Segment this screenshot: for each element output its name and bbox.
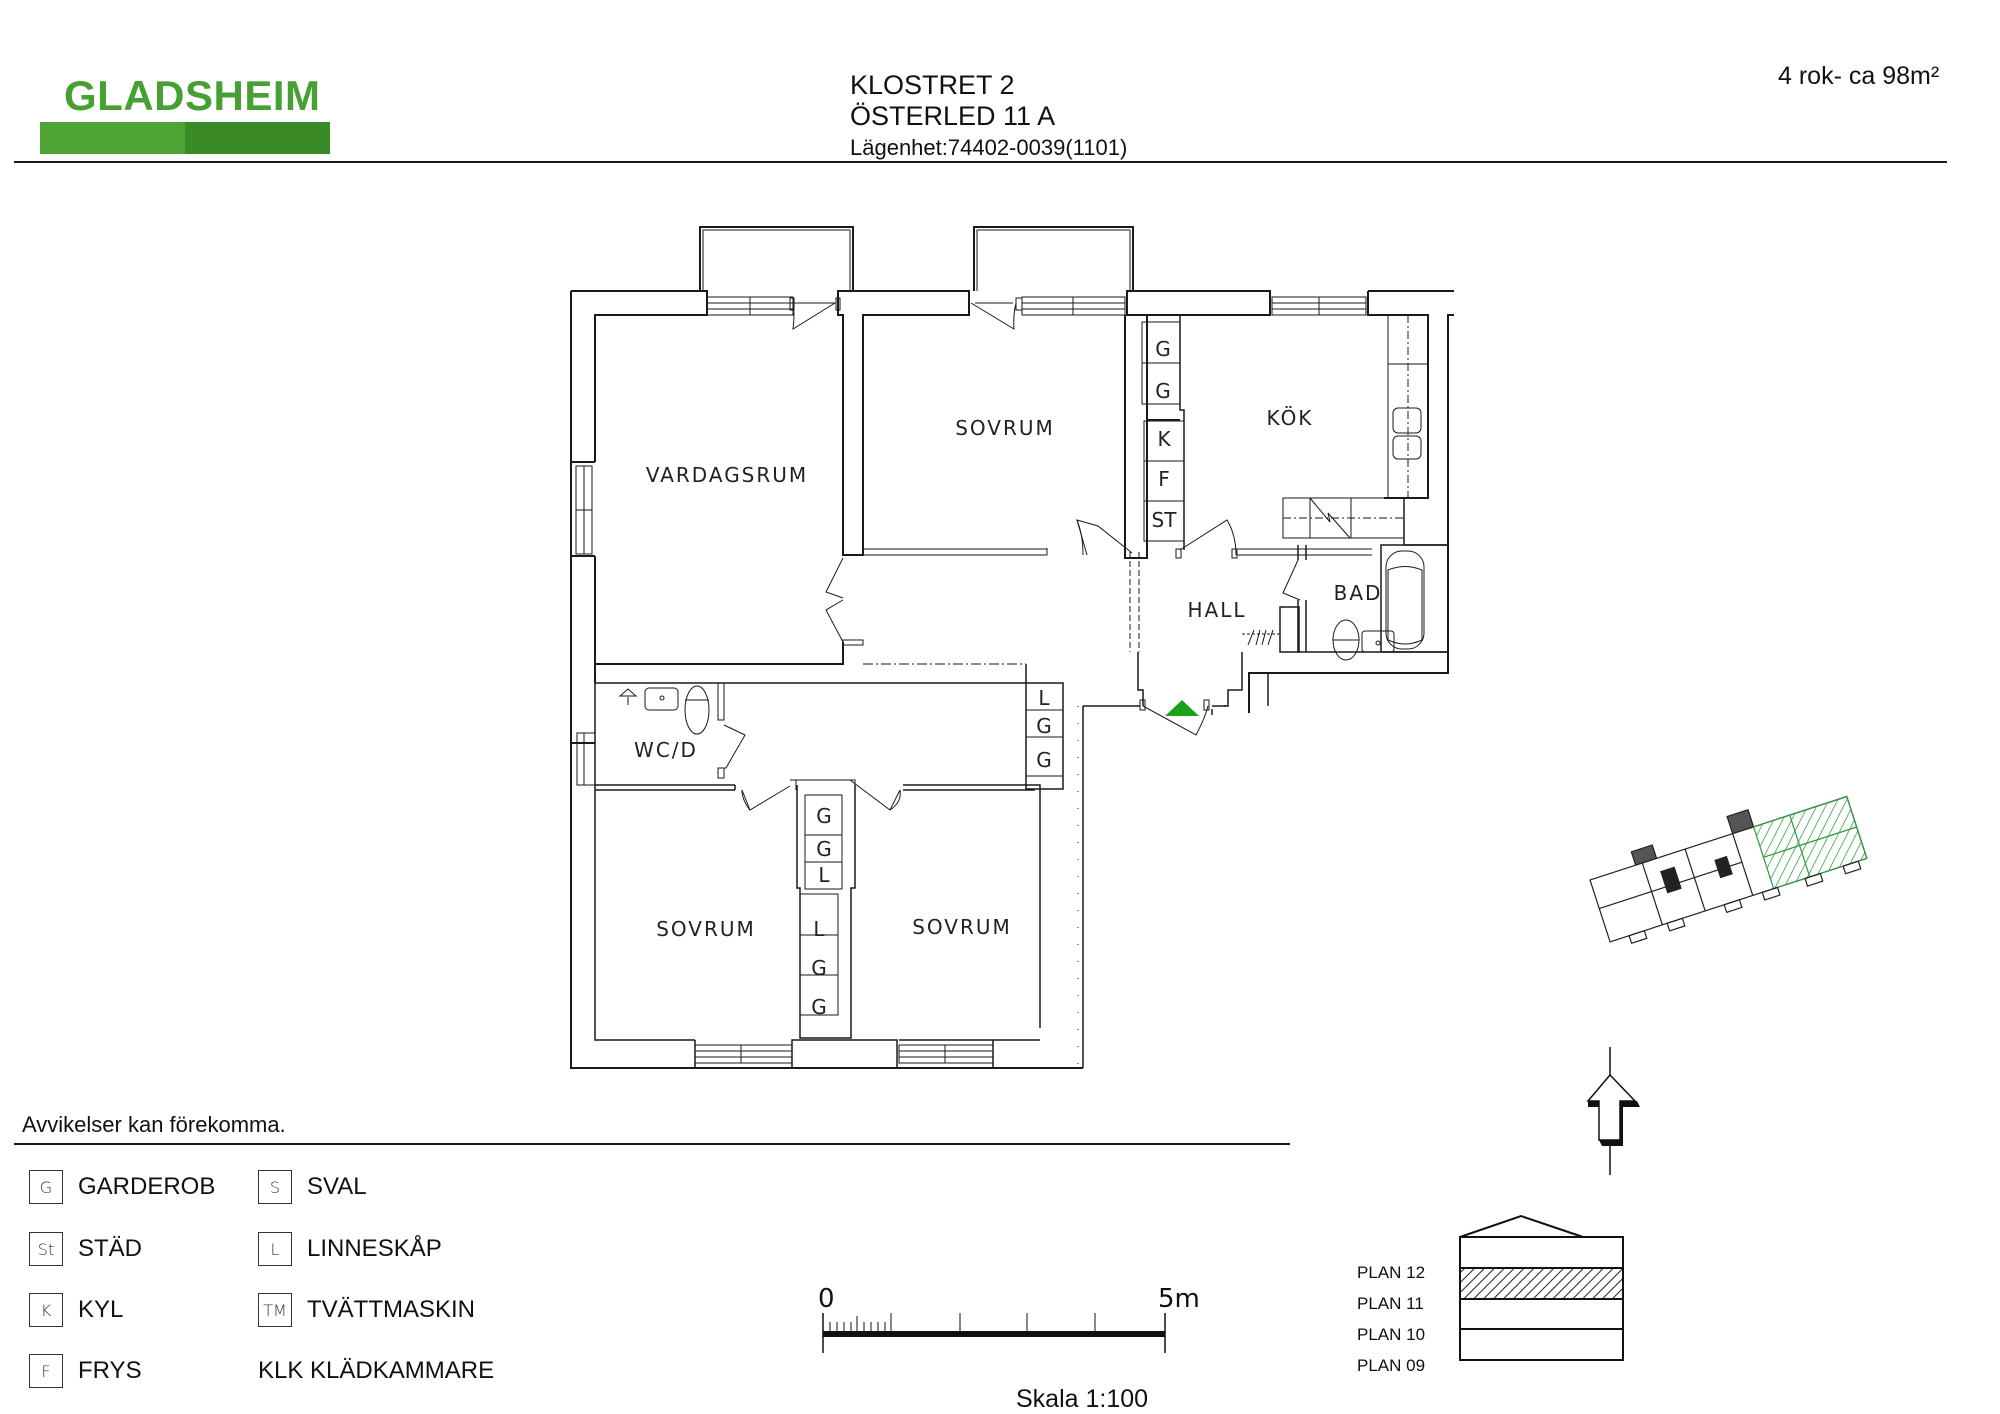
legend-label: SVAL [307, 1173, 367, 1200]
storage-label: G [816, 804, 832, 828]
scale-caption: Skala 1:100 [1016, 1385, 1149, 1413]
floor-label: PLAN 10 [1357, 1325, 1426, 1344]
disclaimer: Avvikelser kan förekomma. [22, 1112, 286, 1137]
storage-label: G [1155, 337, 1171, 361]
storage-label: G [1036, 714, 1052, 738]
scale-end-label: 5m [1158, 1284, 1200, 1314]
floor-label-current: PLAN 11 [1357, 1294, 1424, 1313]
storage-label: G [811, 995, 827, 1019]
balcony-west [699, 226, 854, 291]
legend-code: St [29, 1232, 63, 1266]
storage-label: F [1158, 467, 1170, 491]
legend-label: LINNESKÅP [307, 1235, 442, 1262]
legend-label: TVÄTTMASKIN [307, 1296, 476, 1323]
legend-item: St STÄD [29, 1231, 215, 1267]
room-label-bad: BAD [1334, 581, 1383, 605]
room-label-sovrum-southwest: SOVRUM [656, 917, 756, 941]
site-plan-map [1589, 795, 1868, 945]
storage-label: G [1036, 748, 1052, 772]
storage-label: L [813, 917, 825, 941]
legend-extra: KLK KLÄDKAMMARE [258, 1357, 495, 1384]
scale-bar [822, 1313, 1166, 1353]
storage-label: ST [1152, 508, 1178, 532]
legend-label: STÄD [78, 1235, 143, 1262]
apartment-number: Lägenhet:74402-0039(1101) [850, 135, 1128, 160]
legend-right: S SVAL L LINNESKÅP TM TVÄTTMASKIN KLK KL… [258, 1169, 494, 1389]
header-divider [14, 161, 1947, 163]
floor-label: PLAN 12 [1357, 1263, 1426, 1282]
room-label-sovrum-southeast: SOVRUM [912, 915, 1012, 939]
legend-item: K KYL [29, 1292, 215, 1328]
storage-label: L [1038, 686, 1050, 710]
legend-item: KLK KLÄDKAMMARE [258, 1353, 494, 1389]
legend-code: L [258, 1232, 292, 1266]
room-label-vardagsrum: VARDAGSRUM [646, 463, 808, 487]
legend-item: F FRYS [29, 1353, 215, 1389]
size-summary: 4 rok- ca 98m² [1778, 62, 1940, 90]
storage-label: G [811, 956, 827, 980]
balcony-east [973, 226, 1134, 291]
footer-divider [14, 1143, 1290, 1145]
legend-item: G GARDEROB [29, 1169, 215, 1205]
legend-code: G [29, 1170, 63, 1204]
legend-code: F [29, 1354, 63, 1388]
room-label-hall: HALL [1187, 598, 1246, 622]
legend-code: S [258, 1170, 292, 1204]
legend-left: G GARDEROB St STÄD K KYL F FRYS [29, 1169, 215, 1389]
legend-label: FRYS [78, 1357, 142, 1384]
address: ÖSTERLED 11 A [850, 101, 1056, 131]
storage-label: L [818, 863, 830, 887]
legend-code: K [29, 1293, 63, 1327]
floor-label: PLAN 09 [1357, 1356, 1426, 1375]
entrance-marker-icon [1165, 700, 1199, 716]
company-logo: GLADSHEIM [64, 72, 321, 119]
room-label-sovrum-north: SOVRUM [955, 416, 1055, 440]
legend-item: S SVAL [258, 1169, 494, 1205]
logo-bar [40, 122, 330, 154]
scale-start-label: 0 [818, 1284, 835, 1314]
current-floor-highlight [1459, 1267, 1624, 1300]
room-label-wcd: WC/D [634, 738, 698, 762]
legend-item: L LINNESKÅP [258, 1231, 494, 1267]
storage-label: G [816, 837, 832, 861]
legend-code: TM [258, 1293, 292, 1327]
storage-label: G [1155, 379, 1171, 403]
property-name: KLOSTRET 2 [850, 70, 1015, 100]
legend-label: KYL [78, 1296, 124, 1323]
legend-label: GARDEROB [78, 1173, 216, 1200]
storage-label: K [1157, 427, 1171, 451]
floor-stack-diagram [1459, 1214, 1624, 1361]
north-arrow-icon [1586, 1047, 1640, 1175]
legend-item: TM TVÄTTMASKIN [258, 1292, 494, 1328]
room-label-kok: KÖK [1267, 406, 1314, 430]
